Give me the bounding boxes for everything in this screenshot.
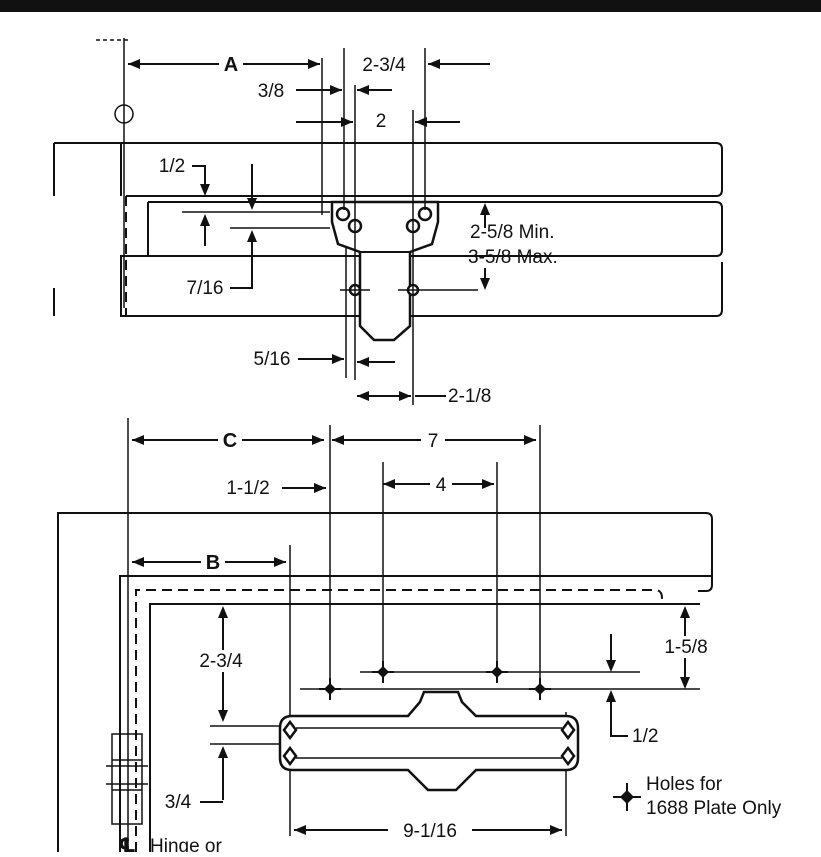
dim-3-4-label: 3/4 xyxy=(165,792,192,813)
dim-3-5-8-max-label: 3-5/8 Max. xyxy=(468,247,558,268)
door-dashed-outline xyxy=(135,589,663,852)
door-rail-lower xyxy=(120,256,723,317)
crosshair-hole-icon xyxy=(529,678,551,700)
dim-5-16-label: 5/16 xyxy=(254,349,291,370)
dim-4-label: 4 xyxy=(436,475,447,496)
frame-rail-top xyxy=(121,142,723,197)
dim-2-1-8-label: 2-1/8 xyxy=(448,386,491,407)
dim-1-2-bottom-label: 1/2 xyxy=(632,726,658,747)
crosshair-hole-icon xyxy=(613,783,641,811)
dim-B-label: B xyxy=(206,552,220,574)
crosshair-hole-icon xyxy=(486,661,508,683)
frame-outline-bottom xyxy=(57,512,713,852)
bracket-hole-1 xyxy=(335,206,351,222)
crosshair-hole-icon xyxy=(319,678,341,700)
frame-bracket-upper xyxy=(53,142,122,196)
dim-2-3-4-top-label: 2-3/4 xyxy=(362,55,406,76)
dim-2-3-4-side-label: 2-3/4 xyxy=(199,651,243,672)
legend-line-2: 1688 Plate Only xyxy=(646,798,782,819)
hinge-or-label: Hinge or xyxy=(150,836,222,852)
centerline-symbol: ℄ xyxy=(118,835,136,852)
dim-2-label: 2 xyxy=(376,111,387,132)
hole-row-upper xyxy=(360,661,640,683)
door-closer-body xyxy=(278,690,580,792)
dim-7-16-label: 7/16 xyxy=(187,278,224,299)
legend-line-1: Holes for xyxy=(646,774,723,795)
legend: Holes for 1688 Plate Only xyxy=(613,774,782,819)
centerline-circle-marker xyxy=(114,104,134,124)
dim-2-5-8-min-label: 2-5/8 Min. xyxy=(470,222,554,243)
door-rail-middle xyxy=(121,201,723,257)
hole-row-lower xyxy=(300,678,700,700)
dim-3-8-label: 3/8 xyxy=(258,81,284,102)
top-black-bar xyxy=(0,0,821,12)
frame-bracket-lower xyxy=(53,255,122,316)
hinge-graphic xyxy=(106,733,148,825)
dim-1-2-top-label: 1/2 xyxy=(159,156,185,177)
dim-9-1-16-label: 9-1/16 xyxy=(403,821,457,842)
crosshair-hole-icon xyxy=(372,661,394,683)
dim-A-label: A xyxy=(224,54,238,76)
dim-C-label: C xyxy=(223,430,237,452)
dim-7-label: 7 xyxy=(428,431,439,452)
dim-1-5-8-label: 1-5/8 xyxy=(664,637,707,658)
arm-bracket-top xyxy=(330,200,440,342)
dim-1-1-2-label: 1-1/2 xyxy=(226,478,269,499)
